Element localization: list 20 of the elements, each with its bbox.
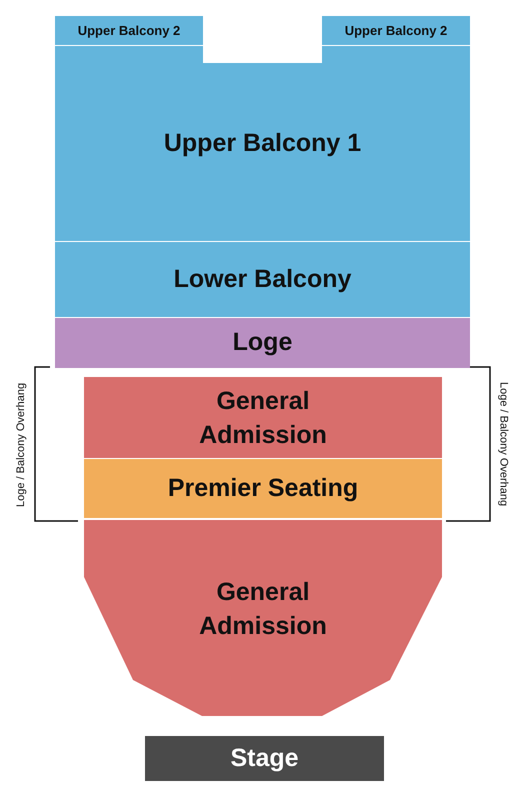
- stage-block: [145, 736, 384, 781]
- seating-section: [55, 16, 203, 45]
- section-label: Stage: [230, 742, 299, 774]
- section-label: Upper Balcony 2: [78, 22, 180, 40]
- section-label: Premier Seating: [168, 472, 358, 504]
- seating-section: [55, 242, 470, 317]
- section-label: Loge: [232, 327, 292, 358]
- section-label: Lower Balcony: [174, 264, 352, 295]
- seating-section: [84, 459, 442, 518]
- seating-section: [55, 46, 470, 241]
- seating-section: [84, 520, 442, 716]
- section-label: General Admission: [198, 386, 328, 450]
- seating-section: [84, 377, 442, 458]
- section-label: General Admission: [198, 577, 328, 642]
- overhang-label: Loge / Balcony Overhang: [496, 381, 510, 509]
- section-label: Upper Balcony 1: [164, 128, 362, 159]
- seating-section: [55, 318, 470, 368]
- seating-section: [322, 16, 470, 45]
- overhang-label: Loge / Balcony Overhang: [14, 381, 28, 509]
- section-label: Upper Balcony 2: [344, 22, 448, 40]
